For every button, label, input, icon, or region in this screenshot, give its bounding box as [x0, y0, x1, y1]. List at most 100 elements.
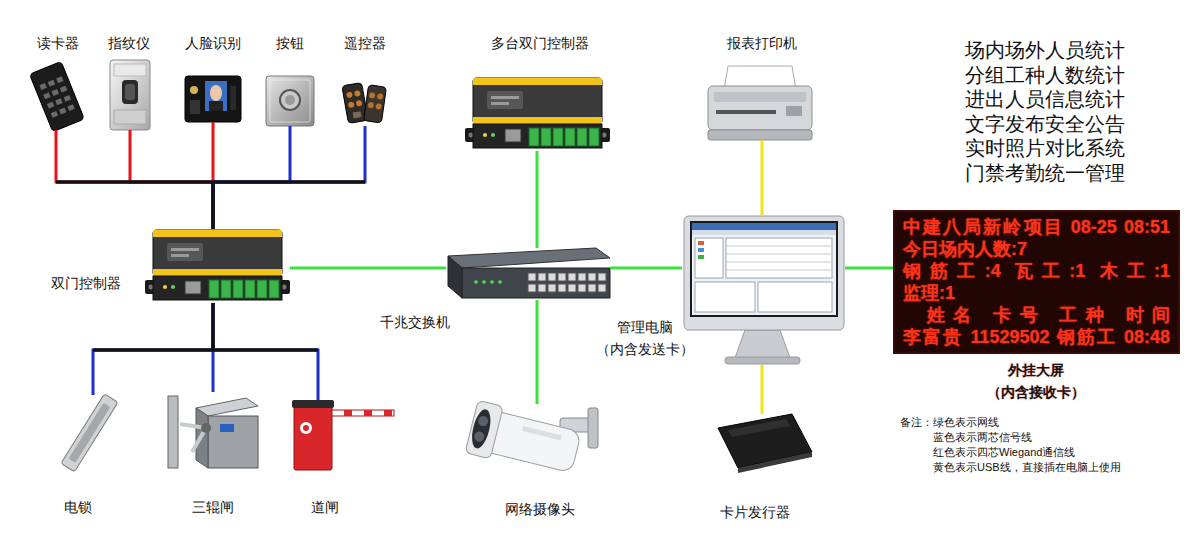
face-terminal-art: [185, 76, 241, 122]
report-printer-art: [708, 86, 812, 130]
turnstile-art: [220, 424, 234, 432]
management-pc-art: [684, 216, 844, 330]
device-label: 电锁: [64, 498, 92, 516]
remote-control-art: [364, 85, 387, 123]
card-reader-art: [51, 111, 58, 118]
turnstile-art: [196, 398, 258, 416]
management-pc-art: [695, 238, 723, 278]
network-switch-art: [588, 273, 596, 281]
feature-text: 门禁考勤统一管理: [965, 161, 1125, 186]
device-label: 网络摄像头: [505, 500, 575, 518]
network-camera-art: [473, 431, 485, 443]
turnstile-art: [208, 416, 258, 468]
card-reader-art: [59, 108, 66, 115]
remote-control-art: [348, 101, 355, 108]
led-screen: 中建八局新岭项目 08-25 08:51今日场内人数:7钢筋工:4 瓦工:1 木…: [893, 210, 1180, 354]
network-switch-art: [588, 284, 596, 292]
exit-button-art: [266, 76, 314, 126]
card-issuer-art: [728, 419, 790, 437]
management-pc-art: [726, 238, 832, 278]
management-pc-art: [698, 241, 704, 245]
led-text: 李富贵 11529502 钢筋工 08:48: [903, 326, 1170, 348]
management-pc-art: [690, 221, 838, 317]
remote-control-art: [354, 90, 361, 97]
report-printer-art: [716, 110, 776, 114]
network-switch-art: [498, 280, 502, 284]
network-switch-art: [528, 273, 536, 281]
barrier-gate-art: [332, 410, 394, 416]
led-text: 今日场内人数:7: [903, 238, 1170, 260]
face-terminal-art: [230, 86, 236, 110]
management-pc-art: [725, 357, 800, 364]
report-printer-art: [708, 130, 812, 140]
connectors: [56, 122, 893, 414]
led-text: 钢筋工:4 瓦工:1 木工:1: [903, 260, 1170, 282]
remote-control-art: [346, 91, 353, 98]
management-pc-art: [684, 216, 844, 364]
door-controller-art: [145, 230, 290, 300]
network-camera-art: [469, 408, 494, 451]
electric-lock-art: [69, 403, 111, 463]
cable: [610, 267, 682, 270]
card-issuer: 卡片发行器: [712, 414, 812, 472]
barrier-gate-art: [303, 425, 309, 431]
turnstile-art: [168, 396, 258, 468]
cable: [536, 300, 539, 404]
card-reader-art: [67, 104, 74, 111]
cable: [761, 140, 764, 215]
barrier-gate-art: [292, 400, 394, 470]
network-switch-art: [598, 284, 606, 292]
network-switch-art: [448, 256, 462, 298]
management-pc: 管理电脑 （内含发送卡）: [682, 215, 845, 365]
fingerprint-reader-art: [122, 80, 138, 104]
cable: [845, 267, 893, 270]
led-text: 监理:1: [903, 282, 1170, 304]
electric-lock-art: [61, 394, 118, 472]
device-label: 管理电脑 （内含发送卡）: [596, 316, 694, 361]
cable: [130, 130, 213, 229]
network-switch-art: [538, 273, 546, 281]
network-switch-art: [528, 284, 536, 292]
bus-wire: [211, 182, 215, 229]
led-text: 姓名 卡号 工种 时间: [903, 304, 1170, 326]
door-controller: 双门控制器: [145, 229, 290, 303]
management-pc-art: [726, 246, 832, 247]
cable: [56, 130, 213, 229]
device-label: 遥控器: [344, 34, 386, 52]
card-reader-art: [48, 80, 55, 87]
network-camera-art: [465, 400, 503, 459]
card-reader-art: [30, 62, 85, 132]
remote-control-art: [364, 85, 387, 123]
management-pc-art: [758, 282, 832, 312]
network-switch-art: [548, 284, 556, 292]
management-pc-art: [726, 262, 832, 263]
network-switch-art: [558, 284, 566, 292]
management-pc-art: [726, 254, 832, 255]
feature-text: 分组工种人数统计: [965, 63, 1125, 88]
card-issuer-art: [718, 414, 812, 473]
management-pc-art: [695, 282, 755, 312]
barrier-gate: 道闸: [290, 400, 395, 470]
electric-lock: 电锁: [60, 395, 120, 470]
fingerprint-reader-art: [125, 84, 135, 100]
barrier-gate-art: [364, 410, 372, 416]
exit-button-art: [266, 76, 314, 126]
feature-text: 文字发布安全公告: [965, 112, 1125, 137]
cable: [213, 126, 365, 229]
management-pc-art: [692, 223, 836, 230]
bus-wire: [56, 182, 365, 350]
network-switch-art: [448, 248, 610, 298]
remote-control-art: [369, 92, 376, 99]
remote-control-art: [377, 93, 384, 100]
note-text: 备注：绿色表示网线: [900, 416, 999, 430]
barrier-gate-art: [292, 400, 334, 408]
network-switch-art: [490, 280, 494, 284]
network-switch-art: [568, 273, 576, 281]
remote-control-art: [342, 83, 387, 124]
bus-wire: [56, 180, 365, 184]
card-reader-art: [30, 62, 85, 132]
device-label: 报表打印机: [727, 34, 797, 52]
card-issuer-art: [738, 452, 812, 473]
report-printer-art: [786, 106, 802, 116]
